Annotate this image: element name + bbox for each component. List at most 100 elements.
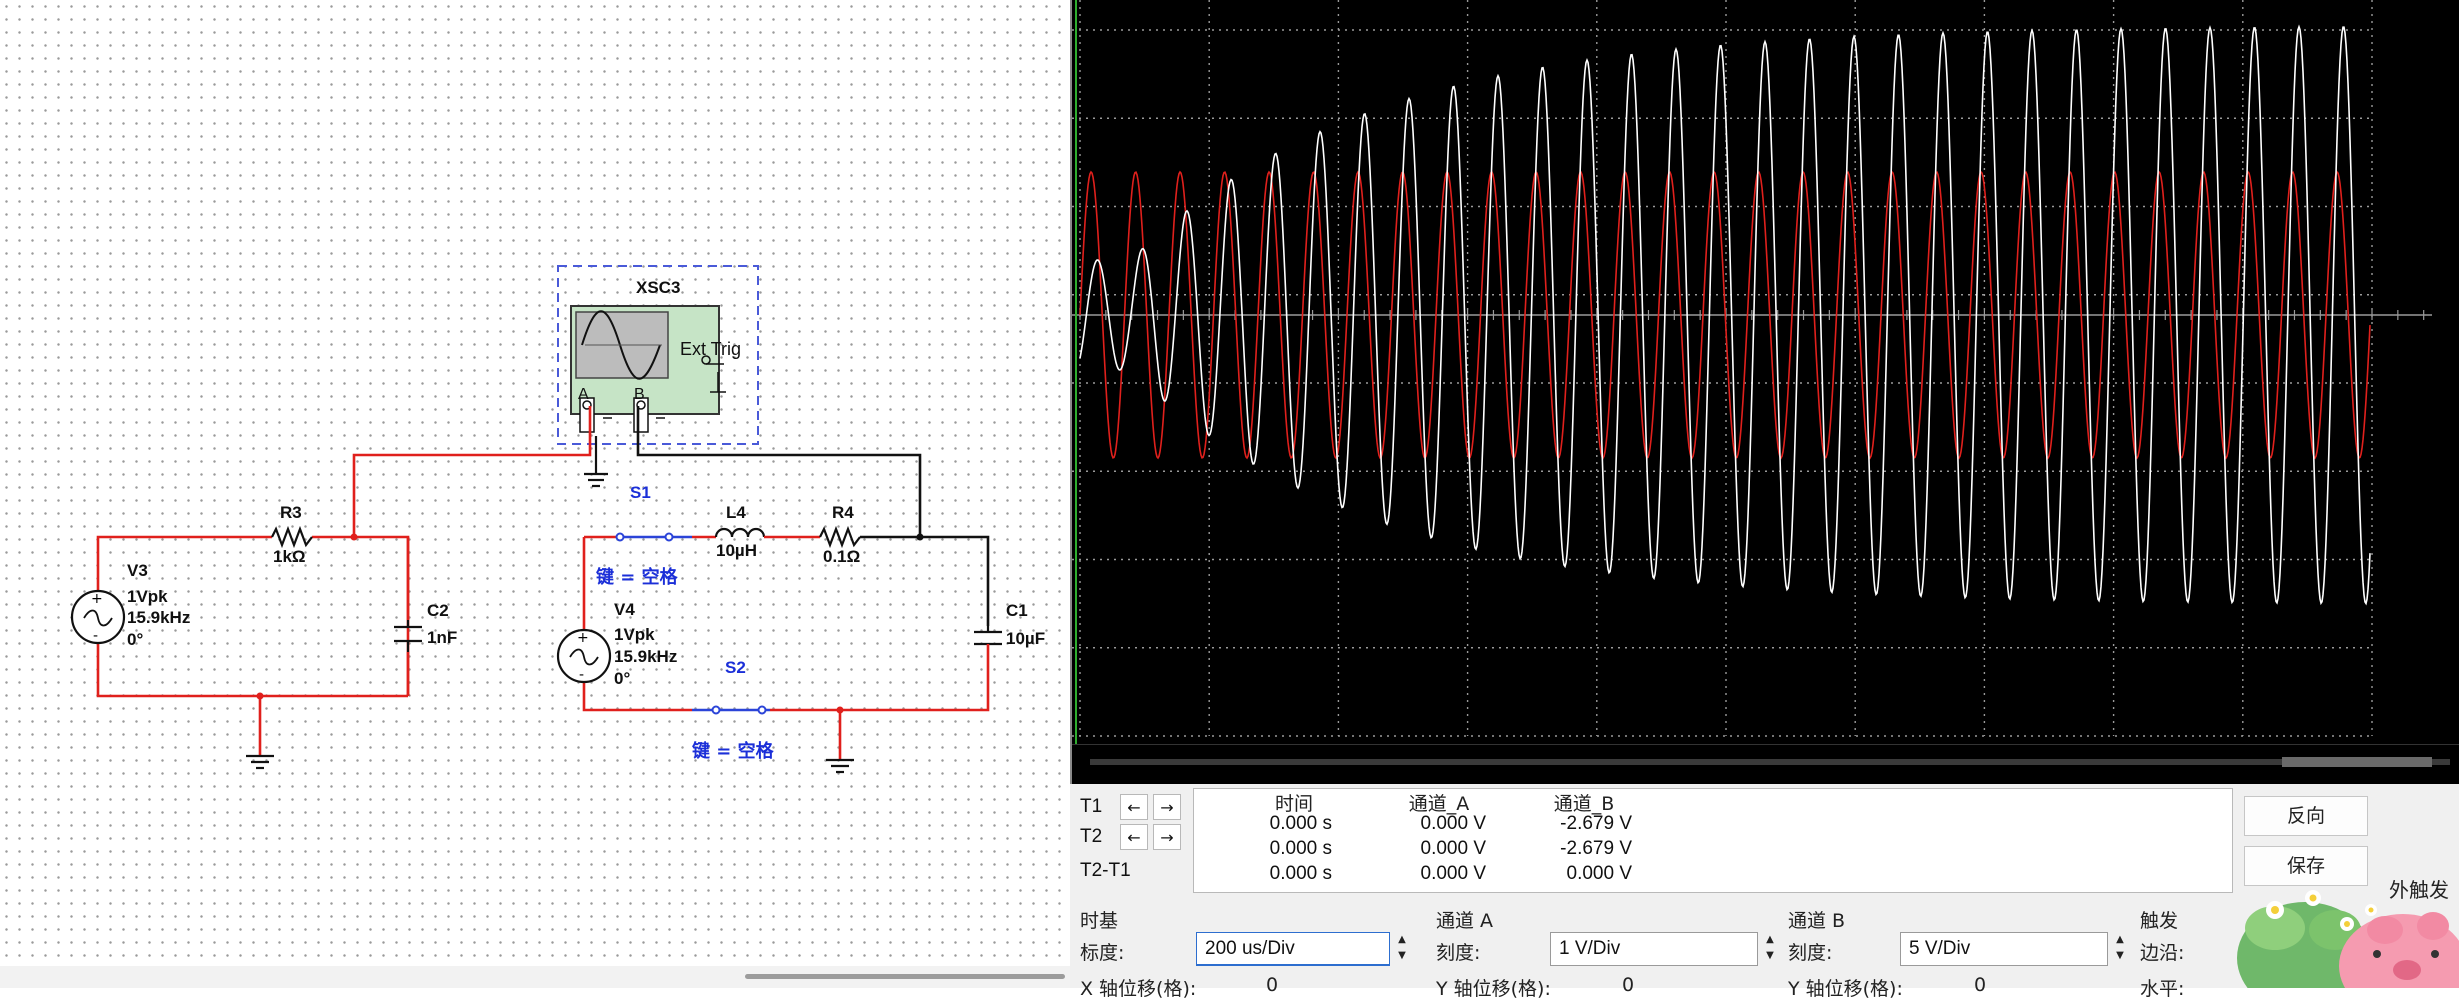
c2-value: 1nF [427, 628, 457, 647]
column-channel-a: 通道_A [1408, 793, 1470, 815]
v3-phase: 0° [127, 630, 143, 649]
channel-b-scale-stepper[interactable]: ▲ ▼ [2110, 932, 2130, 966]
r3-name: R3 [280, 503, 302, 522]
table-cell: 0.000 s [1269, 838, 1332, 859]
save-button[interactable]: 保存 [2244, 846, 2368, 886]
oscilloscope-xsc3[interactable] [557, 265, 759, 445]
mascot-sticker-icon [2235, 858, 2459, 1001]
table-cell: -2.679 V [1560, 838, 1632, 859]
ground-symbol [826, 758, 854, 774]
scope-grid [1072, 0, 2432, 744]
wire [582, 682, 692, 712]
v4-phase: 0° [614, 669, 630, 688]
stepper-up-icon[interactable]: ▲ [1766, 934, 1774, 945]
trigger-group-title: 触发 [2140, 910, 2179, 932]
v4-name: V4 [614, 600, 635, 619]
t1-left-arrow-button[interactable]: ← [1120, 794, 1148, 820]
circuit-diagram[interactable]: XSC3 Ext Trig A B [0, 0, 1070, 988]
wire [96, 630, 408, 698]
wire [96, 535, 272, 604]
inductor-l4[interactable] [714, 527, 766, 538]
ac-source-v3[interactable]: + - [70, 589, 126, 645]
schematic-scrollbar[interactable] [0, 966, 1070, 988]
v3-amplitude: 1Vpk [127, 587, 168, 606]
channel-a-y-position-value[interactable]: 0 [1622, 974, 1635, 996]
wire [352, 406, 592, 537]
svg-text:-: - [93, 628, 98, 644]
table-cell: 0.000 V [1420, 813, 1487, 834]
channel-b-y-position-value[interactable]: 0 [1974, 974, 1987, 996]
oscilloscope-display[interactable] [1072, 0, 2459, 744]
schematic-scroll-thumb[interactable] [745, 974, 1065, 979]
v4-frequency: 15.9kHz [614, 647, 677, 666]
r4-name: R4 [832, 503, 854, 522]
channel-a-scale-label: 刻度: [1436, 942, 1481, 964]
capacitor-c1[interactable] [974, 626, 1002, 646]
table-cell: -2.679 V [1560, 813, 1632, 834]
channel-b-scale-input[interactable]: 5 V/Div [1900, 932, 2108, 966]
s1-key: 键 = 空格 [595, 566, 679, 588]
channel-b-scale-label: 刻度: [1788, 942, 1833, 964]
table-cell: 0.000 s [1269, 813, 1332, 834]
table-cell: 0.000 V [1420, 838, 1487, 859]
stepper-down-icon[interactable]: ▼ [2116, 950, 2124, 961]
v3-name: V3 [127, 561, 148, 580]
external-trigger-label: 外触发 [2389, 878, 2449, 902]
wire [636, 406, 922, 537]
wire [770, 644, 990, 712]
column-channel-b: 通道_B [1553, 793, 1615, 815]
capacitor-c2[interactable] [394, 620, 422, 652]
ext-trig-label: Ext Trig [680, 339, 741, 359]
c2-name: C2 [427, 601, 449, 620]
t1-label: T1 [1080, 796, 1103, 817]
timebase-scale-input[interactable]: 200 us/Div [1196, 932, 1390, 966]
timebase-group-title: 时基 [1080, 910, 1119, 932]
scope-scroll-thumb[interactable] [2282, 757, 2432, 767]
ac-source-v4[interactable]: + - [556, 628, 612, 684]
stepper-down-icon[interactable]: ▼ [1766, 950, 1774, 961]
cursor-readout-panel: T1 ← → T2 ← → T2-T1 时间 通道_A 通道_B 0.000 s… [1070, 784, 2459, 894]
channel-b-group-title: 通道 B [1788, 910, 1846, 932]
schematic-canvas[interactable]: XSC3 Ext Trig A B [0, 0, 1070, 988]
timebase-scale-stepper[interactable]: ▲ ▼ [1392, 932, 1412, 966]
channel-a-scale-stepper[interactable]: ▲ ▼ [1760, 932, 1780, 966]
t1-right-arrow-button[interactable]: → [1153, 794, 1181, 820]
v4-amplitude: 1Vpk [614, 625, 655, 644]
wire [312, 535, 410, 696]
svg-text:-: - [579, 667, 584, 683]
stepper-up-icon[interactable]: ▲ [2116, 934, 2124, 945]
r3-value: 1kΩ [273, 547, 306, 566]
channel-b-trace [1079, 24, 2371, 606]
ground-symbol [246, 754, 274, 770]
stepper-down-icon[interactable]: ▼ [1398, 950, 1406, 961]
scope-traces [1079, 24, 2371, 606]
channel-a-trace [1079, 170, 2371, 460]
scope-horizontal-scrollbar[interactable] [1072, 744, 2459, 785]
oscilloscope-refdes: XSC3 [636, 278, 680, 297]
svg-text:+: + [91, 591, 103, 607]
column-time: 时间 [1274, 793, 1313, 815]
channel-a-scale-input[interactable]: 1 V/Div [1550, 932, 1758, 966]
junction [350, 533, 358, 541]
t2-right-arrow-button[interactable]: → [1153, 824, 1181, 850]
s2-key: 键 = 空格 [691, 740, 775, 762]
s1-name: S1 [630, 483, 651, 502]
channel-b-pin-label: B [634, 386, 645, 403]
t2-left-arrow-button[interactable]: ← [1120, 824, 1148, 850]
c1-name: C1 [1006, 601, 1028, 620]
stepper-up-icon[interactable]: ▲ [1398, 934, 1406, 945]
x-position-value[interactable]: 0 [1266, 974, 1279, 996]
l4-value: 10µH [716, 541, 757, 560]
reverse-button[interactable]: 反向 [2244, 796, 2368, 836]
table-cell: 0.000 s [1269, 863, 1332, 884]
channel-a-group-title: 通道 A [1436, 910, 1494, 932]
table-cell: 0.000 V [1566, 863, 1633, 884]
resistor-r3[interactable] [271, 525, 313, 549]
ground-symbol [584, 436, 608, 488]
resistor-r4[interactable] [819, 525, 861, 549]
c1-value: 10µF [1006, 629, 1045, 648]
channel-a-pin-label: A [578, 386, 589, 403]
t2-label: T2 [1080, 826, 1103, 847]
junction [256, 692, 264, 700]
r4-value: 0.1Ω [823, 547, 860, 566]
